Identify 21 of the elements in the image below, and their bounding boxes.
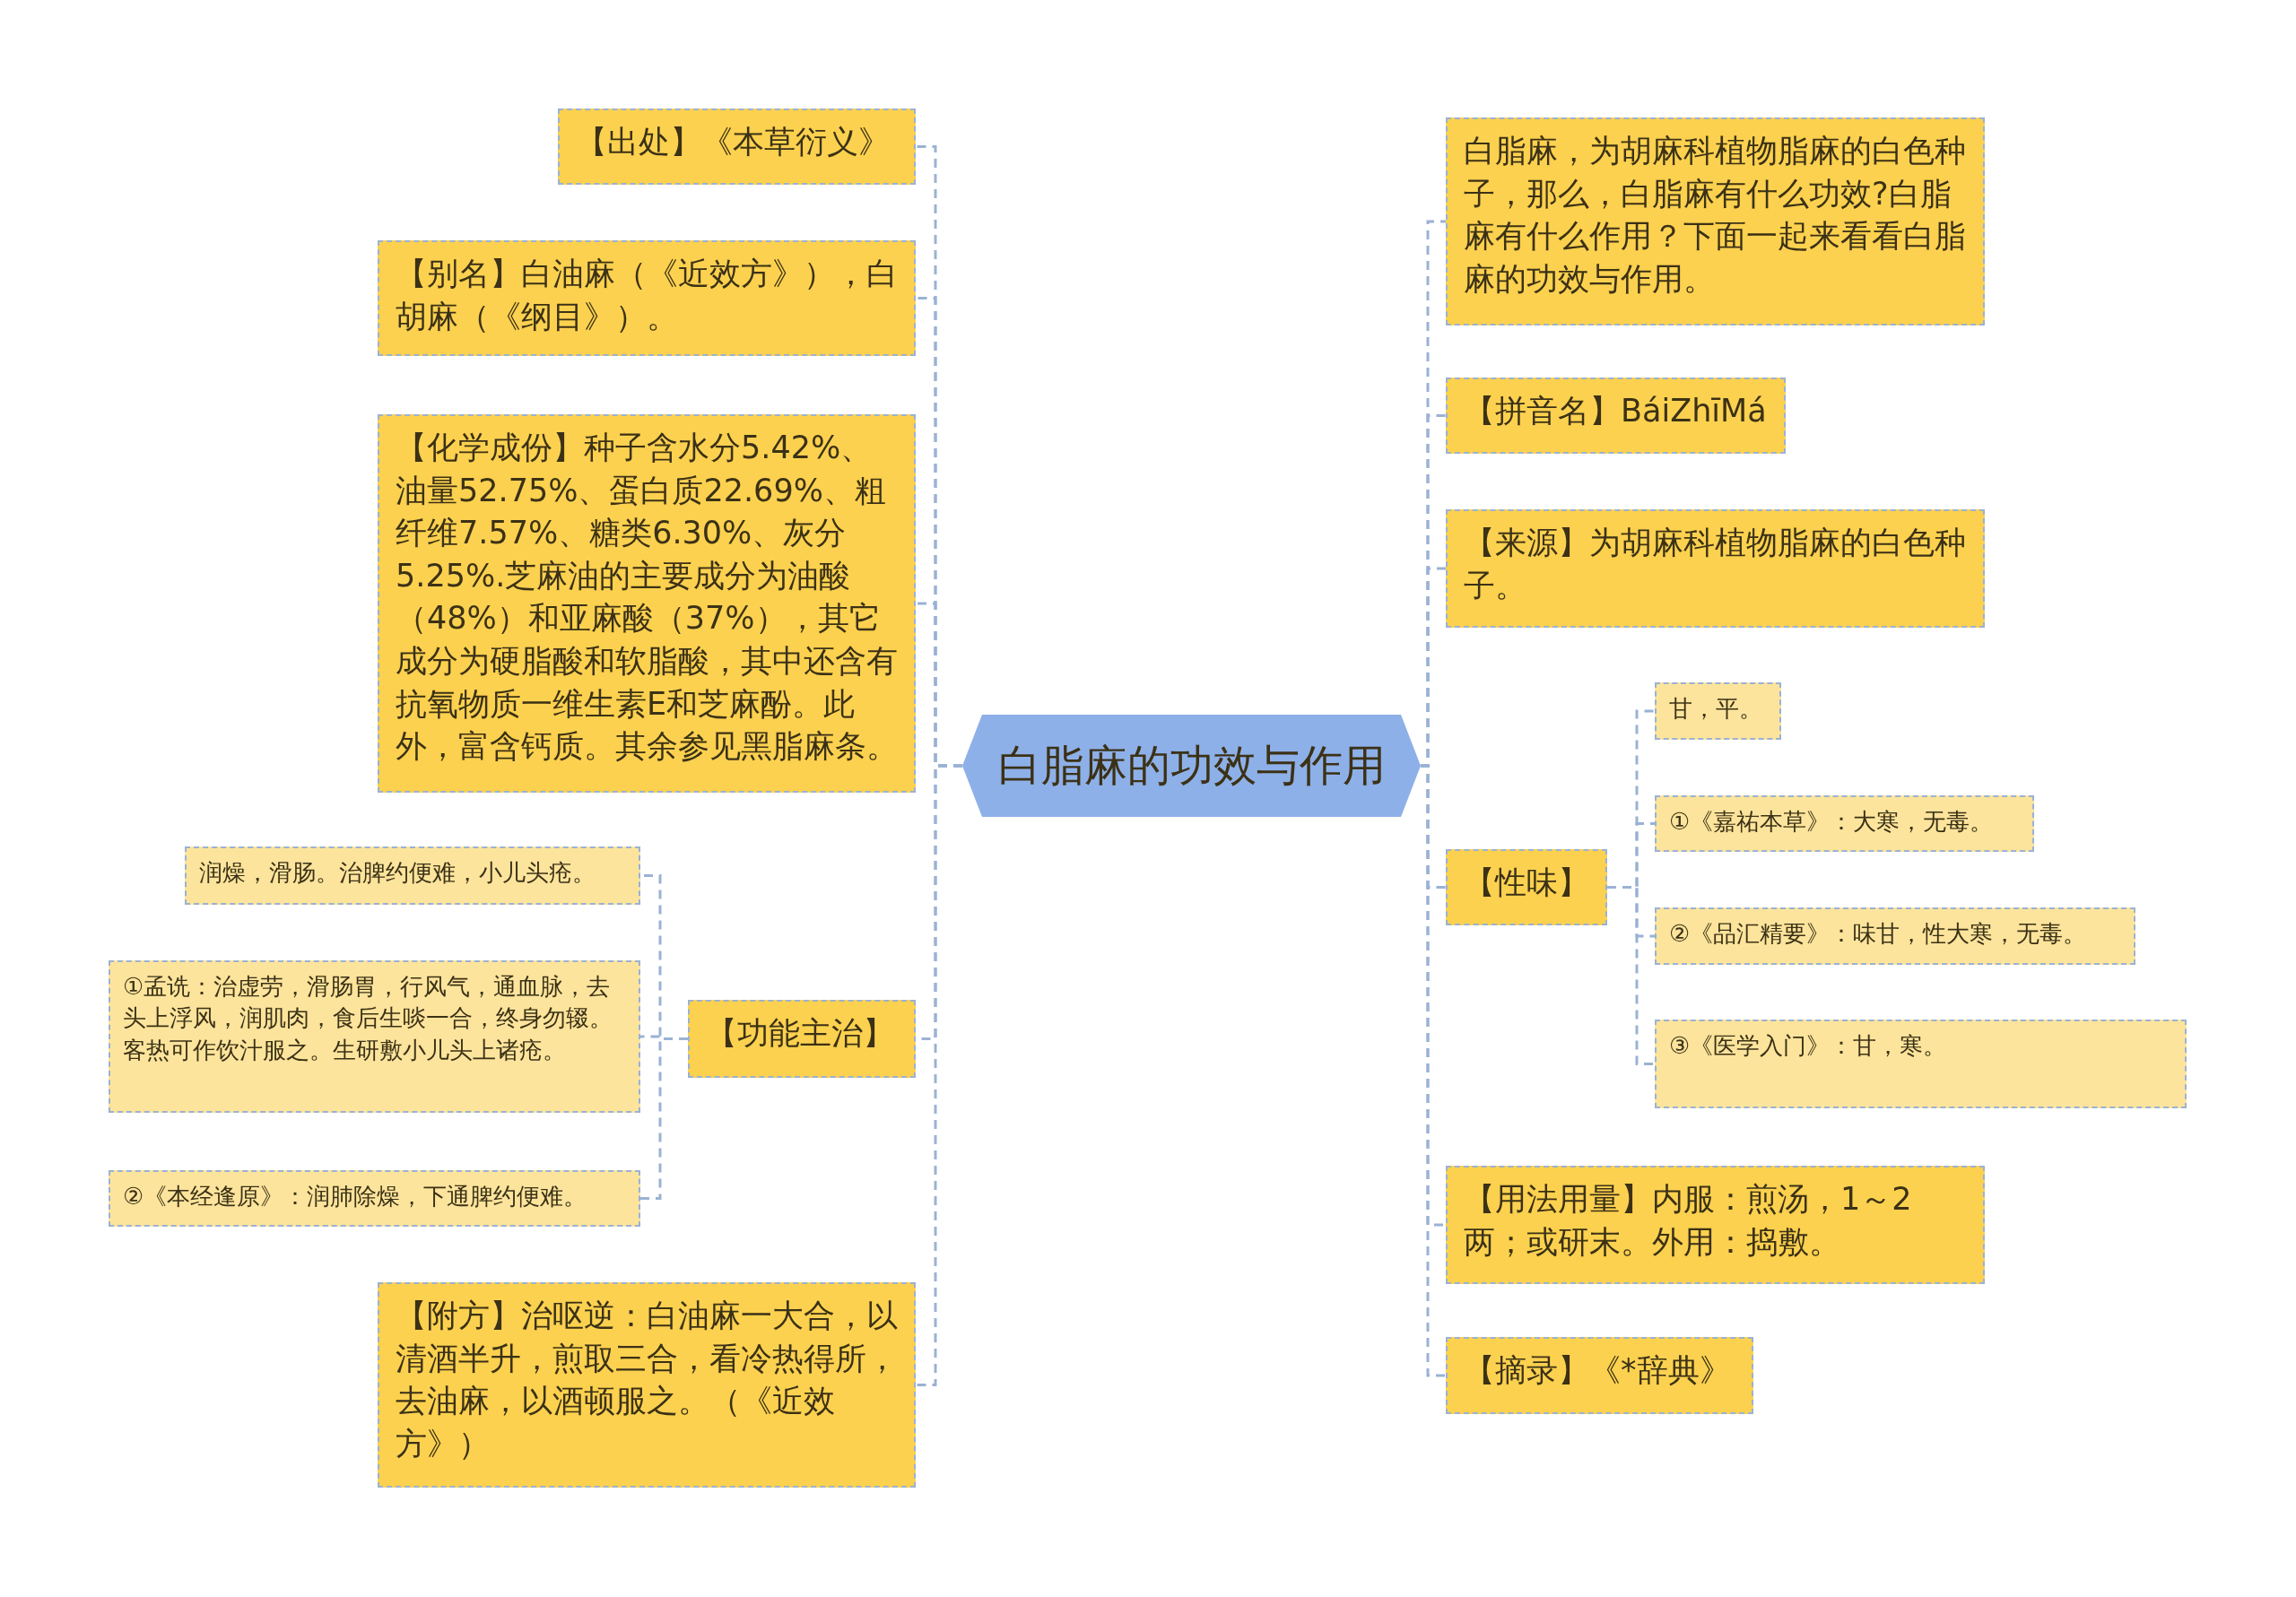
subtopic-box: ③《医学入门》：甘，寒。 — [1655, 1020, 2187, 1108]
topic-box: 【性味】 — [1446, 849, 1607, 925]
topic-box: 【摘录】《*辞典》 — [1446, 1337, 1753, 1414]
subtopic-box: ②《本经逢原》：润肺除燥，下通脾约便难。 — [109, 1170, 640, 1227]
topic-box: 【出处】《本草衍义》 — [558, 108, 916, 185]
topic-box: 【功能主治】 — [688, 1000, 916, 1078]
subtopic-box: ①孟诜：治虚劳，滑肠胃，行风气，通血脉，去头上浮风，润肌肉，食后生啖一合，终身勿辍。客热可作饮汁服之。生研敷小儿头上诸疮。 — [109, 960, 640, 1113]
topic-box: 【来源】为胡麻科植物脂麻的白色种子。 — [1446, 509, 1985, 628]
subtopic-box: 润燥，滑肠。治脾约便难，小儿头疮。 — [185, 846, 640, 905]
topic-box: 【附方】治呕逆：白油麻一大合，以清酒半升，煎取三合，看冷热得所，去油麻，以酒顿服之。（《近效方》） — [378, 1282, 916, 1488]
subtopic-box: 甘，平。 — [1655, 682, 1781, 740]
topic-box: 【拼音名】BáiZhīMá — [1446, 378, 1786, 454]
topic-box: 【别名】白油麻（《近效方》），白胡麻（《纲目》）。 — [378, 240, 916, 356]
subtopic-box: ①《嘉祐本草》：大寒，无毒。 — [1655, 795, 2034, 852]
topic-box: 白脂麻，为胡麻科植物脂麻的白色种子，那么，白脂麻有什么功效?白脂麻有什么作用？下面一起来看看白脂麻的功效与作用。 — [1446, 117, 1985, 325]
connector-line — [640, 1037, 688, 1200]
connector-line — [1607, 886, 1655, 1065]
topic-box: 【用法用量】内服：煎汤，1～2两；或研末。外用：捣敷。 — [1446, 1166, 1985, 1284]
central-topic-hexagon: 白脂麻的功效与作用 — [962, 715, 1421, 817]
topic-box: 【化学成份】种子含水分5.42%、油量52.75%、蛋白质22.69%、粗纤维7.57%、糖类6.30%、灰分5.25%.芝麻油的主要成分为油酸（48%）和亚麻酸（37%），其它成分为硬脂酸和软脂酸，其中还含有抗氧物质一维生素E和芝麻酚。此外，富含钙质。其余参见黑脂麻条。 — [378, 414, 916, 793]
subtopic-box: ②《品汇精要》：味甘，性大寒，无毒。 — [1655, 907, 2135, 965]
